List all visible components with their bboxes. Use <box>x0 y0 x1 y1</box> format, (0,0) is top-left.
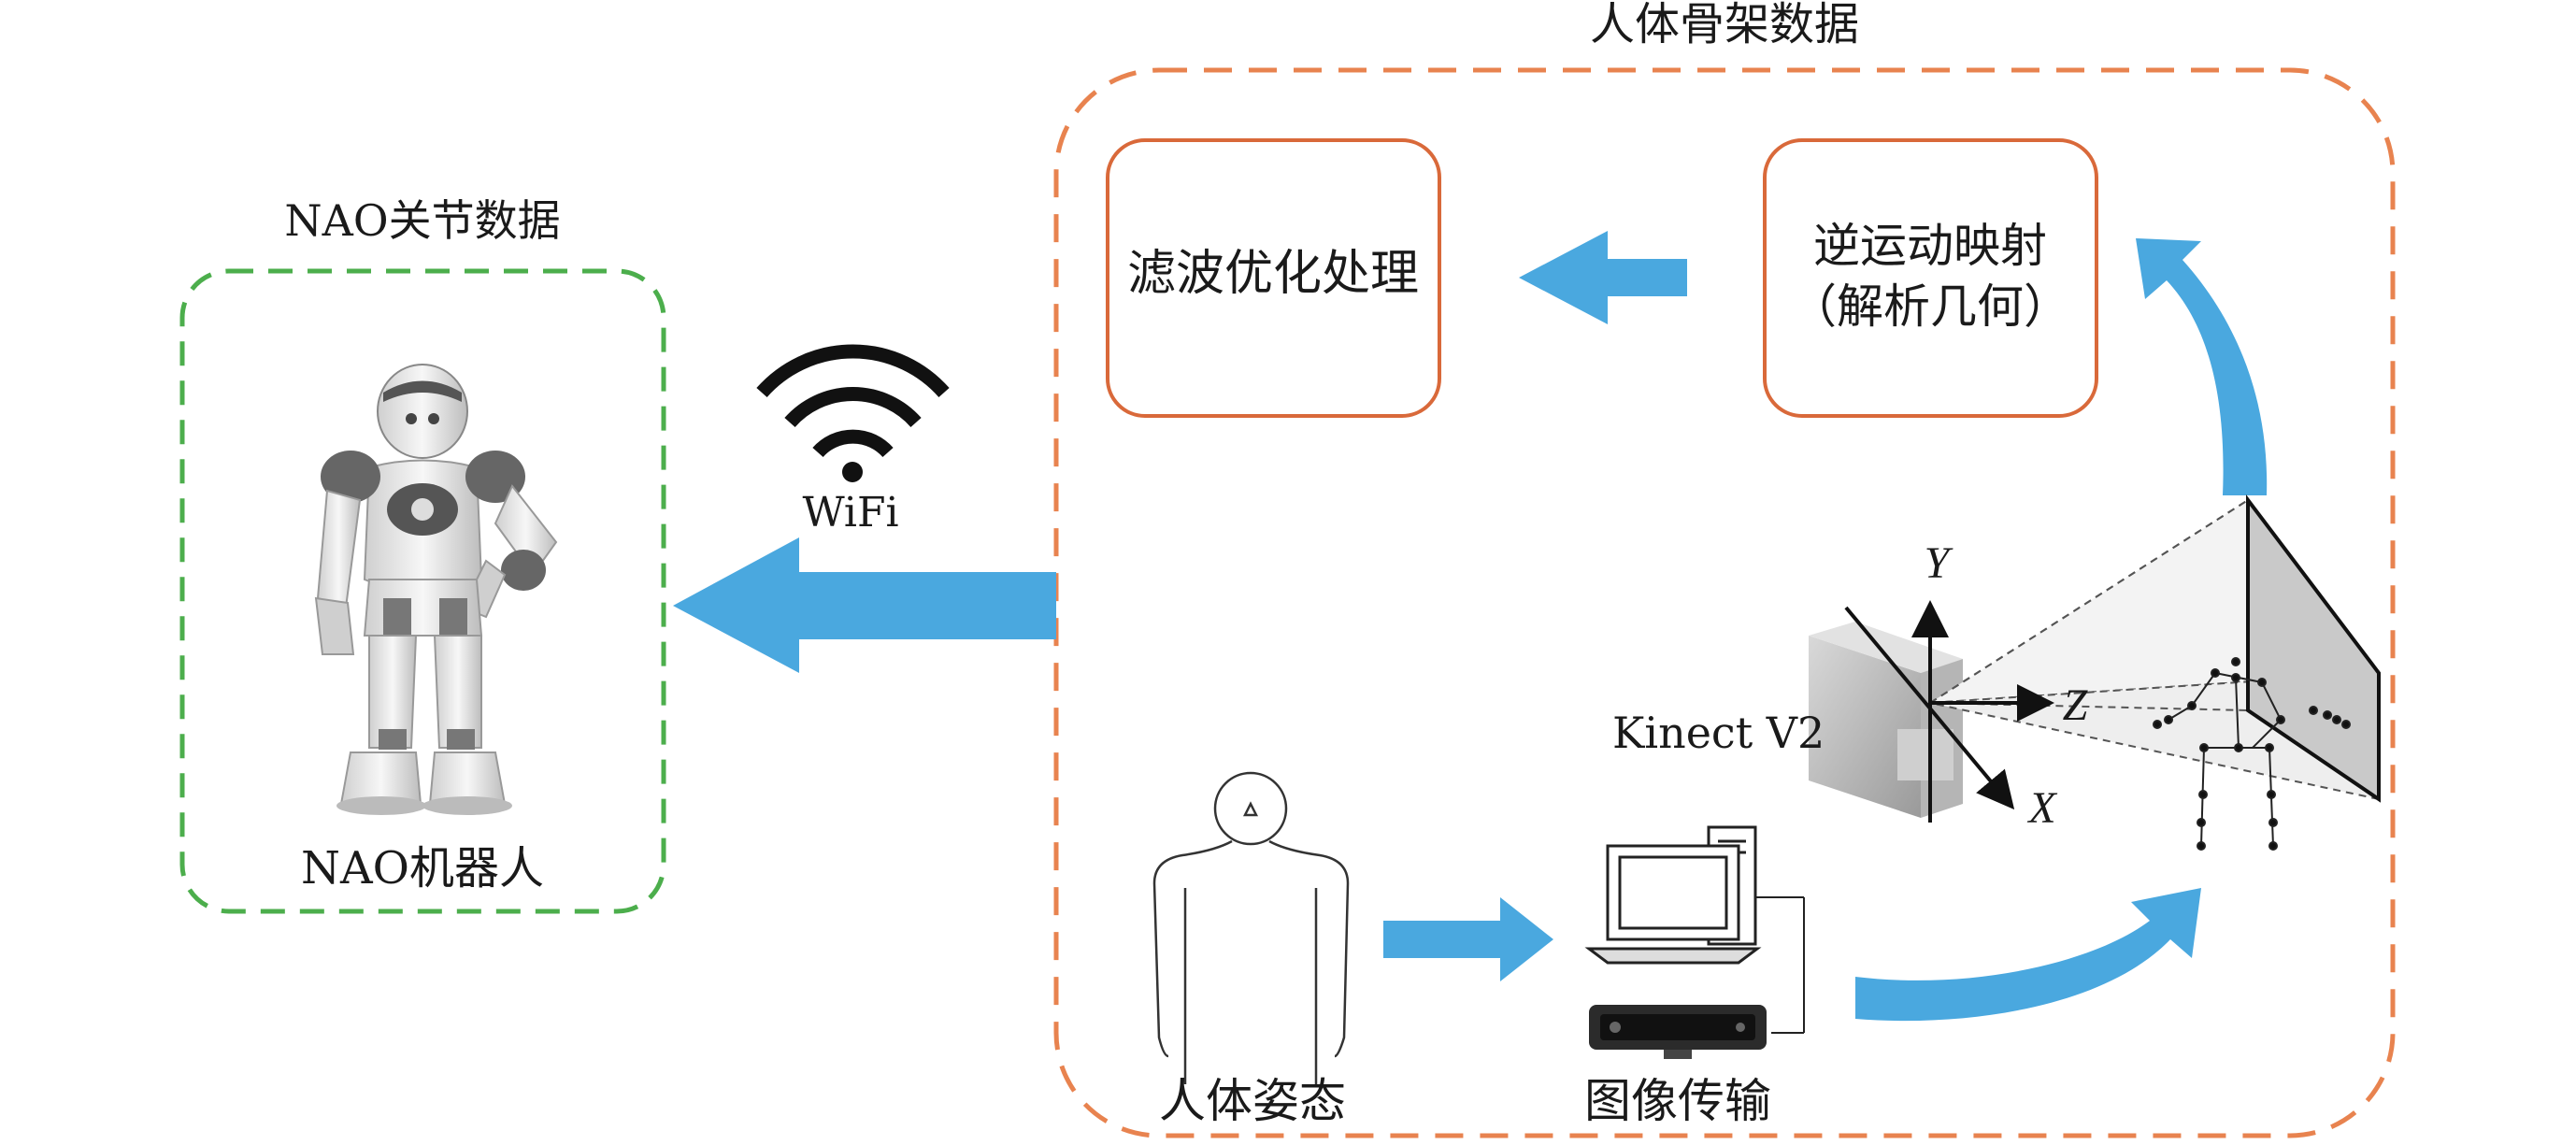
human-skeleton-group-title: 人体骨架数据 <box>1590 0 1859 50</box>
inverse-kinematics-label-line1: 逆运动映射 <box>1813 219 2047 273</box>
arrow-curved-to-skeleton <box>1855 888 2201 1022</box>
skeleton-icon <box>2153 657 2351 851</box>
wifi-label: WiFi <box>802 489 898 537</box>
frustum-icon <box>1926 494 2381 803</box>
inverse-kinematics-box <box>1763 138 2098 418</box>
nao-robot-label: NAO机器人 <box>301 842 544 895</box>
filter-box-label: 滤波优化处理 <box>1127 246 1419 302</box>
axis-x-label: X <box>2026 783 2057 833</box>
nao-joint-group-title: NAO关节数据 <box>284 195 560 246</box>
image-transfer-label: 图像传输 <box>1584 1074 1771 1128</box>
wifi-icon <box>756 344 950 482</box>
nao-joint-group <box>179 268 666 914</box>
coordinate-axes <box>1844 600 2054 823</box>
axis-z-label: Z <box>2063 680 2089 730</box>
arrow-human-to-computer <box>1383 897 1553 981</box>
kinect-label: Kinect V2 <box>1612 708 1825 758</box>
arrow-to-nao <box>673 537 1056 673</box>
kinect-sensor-icon <box>1589 1005 1767 1059</box>
arrow-ik-to-filter <box>1519 231 1687 324</box>
human-outline-icon <box>1152 771 1350 1084</box>
filter-box <box>1106 138 1441 418</box>
inverse-kinematics-label-line2: （解析几何） <box>1790 279 2070 334</box>
nao-robot-icon <box>314 364 558 815</box>
desktop-computer-icon <box>1584 825 1805 1034</box>
human-skeleton-group <box>1053 67 2396 1138</box>
axis-y-label: Y <box>1925 538 1953 588</box>
human-pose-label: 人体姿态 <box>1159 1074 1346 1128</box>
arrow-curved-to-ik <box>2136 238 2268 495</box>
